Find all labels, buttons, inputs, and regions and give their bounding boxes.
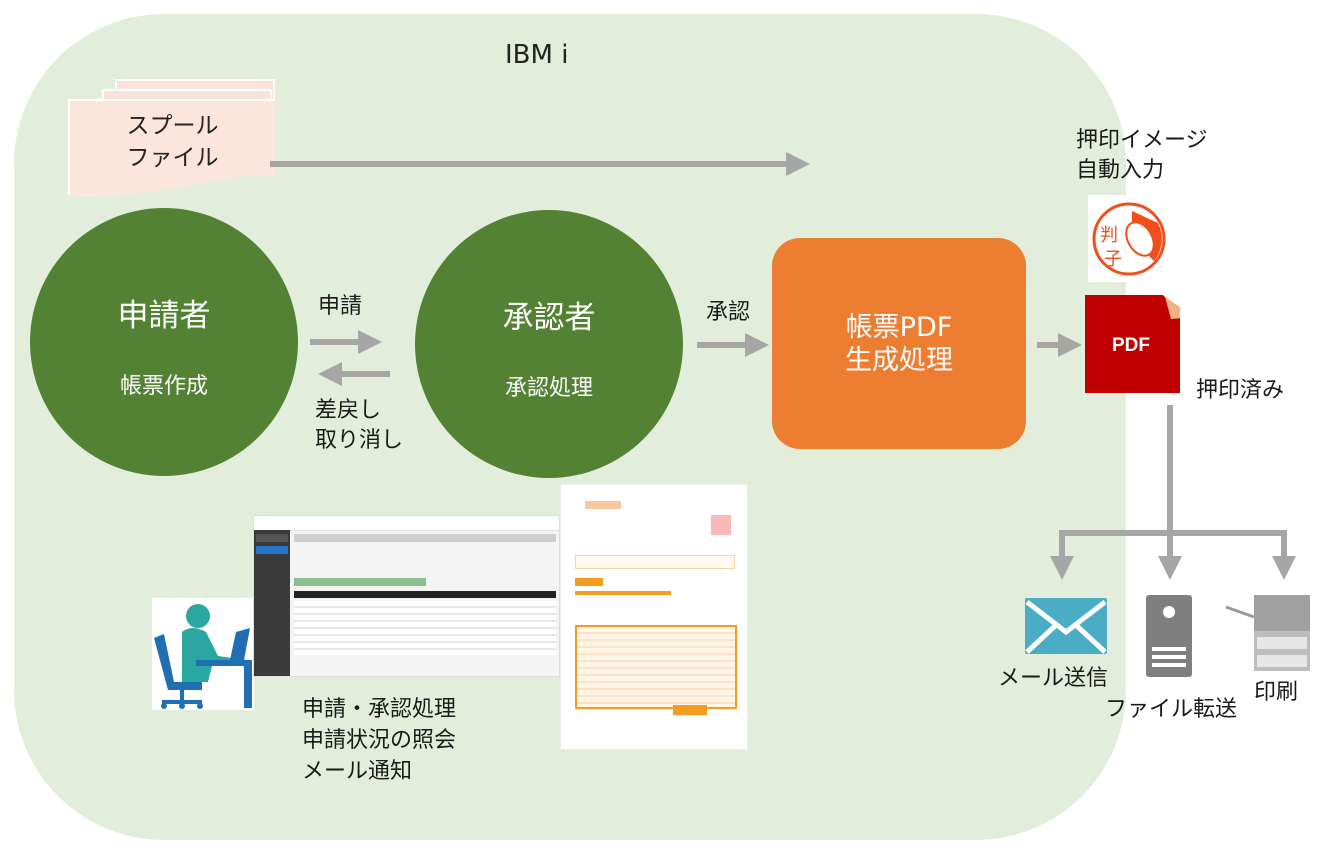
return-label-line2: 取り消し — [315, 428, 404, 453]
spool-label-line2: ファイル — [126, 145, 219, 171]
approver-node: 承認者 承認処理 — [415, 210, 683, 478]
invoice-document-preview — [560, 484, 748, 750]
stamp-caption-line1: 押印イメージ — [1076, 128, 1208, 153]
pdf-process-line2: 生成処理 — [845, 344, 953, 376]
pdf-file-icon — [1085, 295, 1180, 393]
pdf-process-line1: 帳票PDF — [845, 311, 953, 343]
web-feature-3: メール通知 — [302, 759, 413, 784]
applicant-title: 申請者 — [117, 298, 211, 334]
output-label-file-transfer: ファイル転送 — [1105, 697, 1238, 722]
web-app-screenshot — [253, 515, 560, 677]
user-at-computer-icon — [152, 598, 254, 710]
web-feature-2: 申請状況の照会 — [302, 728, 457, 753]
applicant-node: 申請者 帳票作成 — [30, 208, 298, 476]
approver-subtitle: 承認処理 — [504, 376, 593, 401]
spool-file-label: スプール ファイル — [70, 110, 275, 174]
server-icon — [1146, 595, 1192, 677]
web-feature-1: 申請・承認処理 — [302, 697, 457, 722]
output-label-print: 印刷 — [1254, 680, 1299, 705]
printer-icon — [1225, 595, 1310, 671]
hanko-stamp-icon: 判 子 — [1088, 195, 1170, 282]
stamp-caption-line2: 自動入力 — [1076, 158, 1165, 183]
return-label: 差戻し 取り消し — [315, 396, 403, 456]
pdf-icon-label: PDF — [1112, 335, 1150, 356]
approve-label: 承認 — [706, 300, 751, 325]
apply-label: 申請 — [318, 294, 363, 319]
mini-app-sidebar — [254, 530, 290, 676]
ibm-i-label: IBM i — [505, 40, 569, 70]
stamp-caption: 押印イメージ 自動入力 — [1076, 126, 1208, 186]
spool-label-line1: スプール — [126, 113, 219, 139]
return-label-line1: 差戻し — [315, 398, 382, 423]
applicant-subtitle: 帳票作成 — [119, 374, 208, 399]
mini-app-table — [294, 601, 556, 655]
stamp-char-bottom: 子 — [1104, 249, 1122, 270]
approver-title: 承認者 — [502, 300, 596, 336]
pdf-generation-process: 帳票PDF 生成処理 — [772, 238, 1026, 449]
output-label-mail: メール送信 — [998, 666, 1109, 691]
stamp-char-top: 判 — [1100, 225, 1118, 246]
mini-app-header — [254, 516, 559, 531]
web-features-text: 申請・承認処理 申請状況の照会 メール通知 — [302, 694, 456, 787]
stamped-label: 押印済み — [1196, 378, 1285, 403]
envelope-icon — [1025, 598, 1107, 654]
